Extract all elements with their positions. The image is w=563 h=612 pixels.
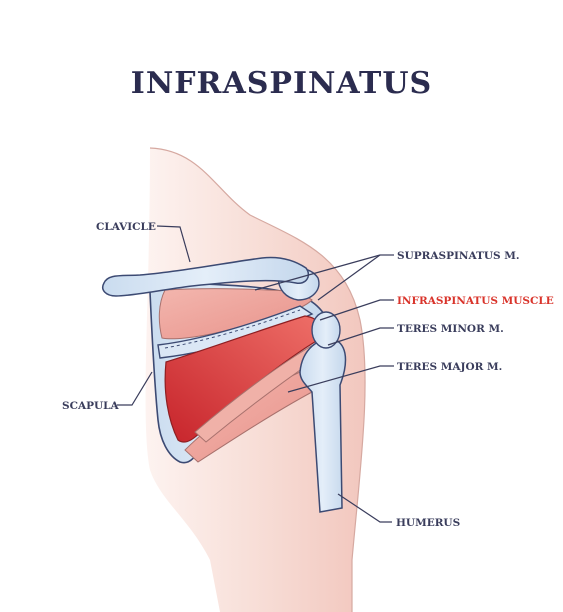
humeral-head bbox=[311, 311, 341, 349]
supraspinatus-label: SUPRASPINATUS M. bbox=[397, 250, 520, 262]
teres-minor-leader bbox=[327, 327, 394, 346]
teres-major-leader bbox=[287, 365, 394, 393]
humerus-bone bbox=[299, 338, 347, 513]
clavicle-leader bbox=[156, 225, 191, 263]
teres-major-label: TERES MAJOR M. bbox=[397, 361, 502, 373]
skin-outline bbox=[149, 147, 366, 612]
humerus-label: HUMERUS bbox=[396, 517, 460, 529]
teres-minor-label: TERES MINOR M. bbox=[397, 323, 504, 335]
humerus-leader bbox=[337, 493, 392, 523]
scapula-label: SCAPULA bbox=[62, 400, 120, 412]
clavicle-label: CLAVICLE bbox=[96, 221, 156, 233]
infraspinatus-label: INFRASPINATUS MUSCLE bbox=[397, 295, 554, 307]
clavicle-bone bbox=[102, 256, 310, 297]
page-title: INFRASPINATUS bbox=[130, 66, 433, 101]
infraspinatus-leader bbox=[319, 299, 394, 321]
supraspinatus-leader-1 bbox=[254, 254, 381, 291]
supraspinatus-leader-2 bbox=[317, 254, 381, 301]
scapula-leader bbox=[117, 371, 153, 406]
